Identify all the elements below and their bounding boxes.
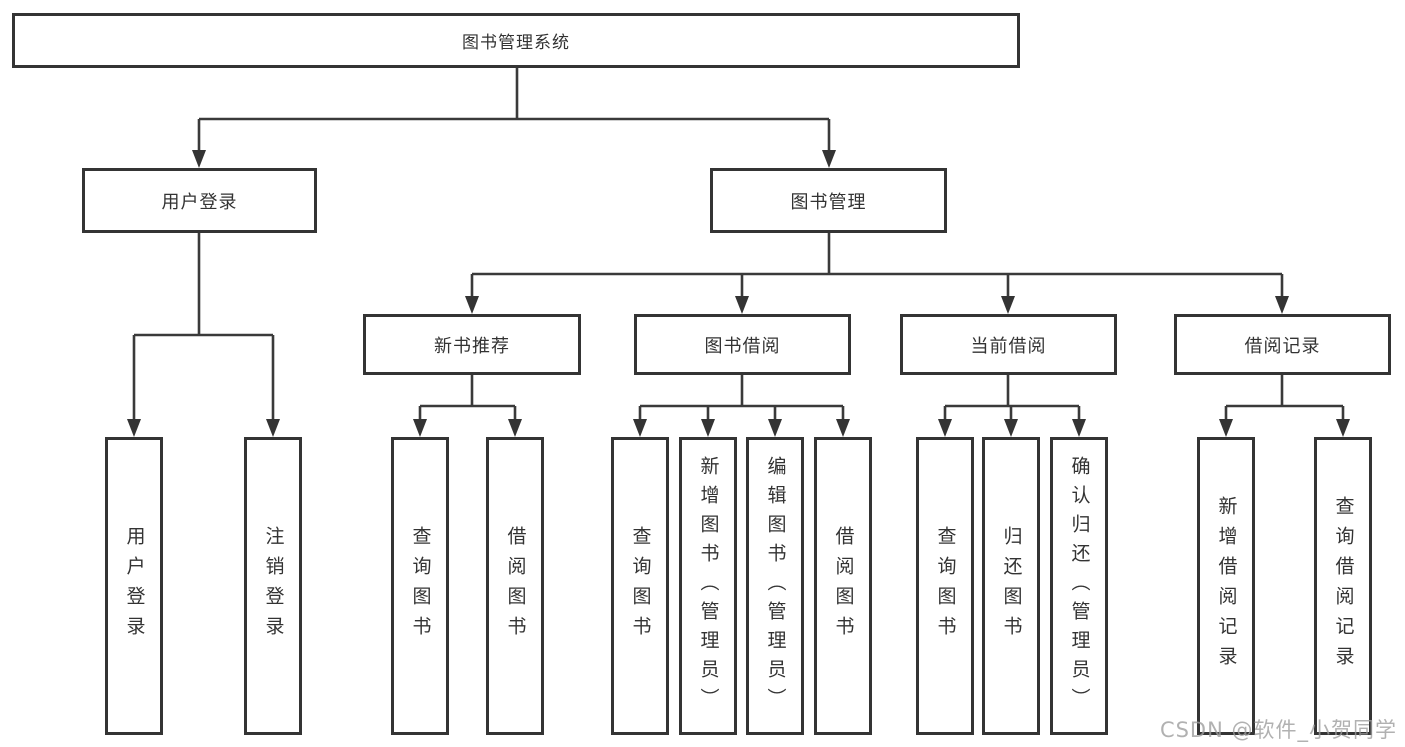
node-leaf-query-books-1: 查询图书 xyxy=(391,437,449,735)
node-current-borrowing: 当前借阅 xyxy=(900,314,1117,375)
node-leaf-query-books-3: 查询图书 xyxy=(916,437,974,735)
node-label: 用户登录 xyxy=(161,191,238,213)
node-leaf-borrow-books-2: 借阅图书 xyxy=(814,437,872,735)
node-label: 图书管理系统 xyxy=(462,33,570,53)
node-leaf-borrow-books-1: 借阅图书 xyxy=(486,437,544,735)
node-label: 编辑图书（管理员） xyxy=(764,455,787,717)
node-label: 借阅记录 xyxy=(1244,335,1321,357)
node-label: 借阅图书 xyxy=(504,526,527,646)
node-label: 注销登录 xyxy=(262,526,285,646)
node-label: 新增图书（管理员） xyxy=(697,455,720,717)
node-leaf-return-books: 归还图书 xyxy=(982,437,1040,735)
node-book-management: 图书管理 xyxy=(710,168,947,233)
node-label: 图书管理 xyxy=(790,191,867,213)
node-leaf-add-borrow-record: 新增借阅记录 xyxy=(1197,437,1255,735)
node-leaf-query-borrow-record: 查询借阅记录 xyxy=(1314,437,1372,735)
node-leaf-confirm-return-admin: 确认归还（管理员） xyxy=(1050,437,1108,735)
node-leaf-add-books-admin: 新增图书（管理员） xyxy=(679,437,737,735)
node-label: 新书推荐 xyxy=(434,335,510,357)
node-label: 查询图书 xyxy=(409,526,432,646)
node-new-book-recommend: 新书推荐 xyxy=(363,314,581,375)
node-root-library-system: 图书管理系统 xyxy=(12,13,1020,68)
node-label: 查询借阅记录 xyxy=(1332,496,1355,676)
node-label: 新增借阅记录 xyxy=(1215,496,1238,676)
node-label: 查询图书 xyxy=(629,526,652,646)
node-leaf-logout: 注销登录 xyxy=(244,437,302,735)
node-label: 查询图书 xyxy=(934,526,957,646)
node-label: 借阅图书 xyxy=(832,526,855,646)
node-book-borrowing: 图书借阅 xyxy=(634,314,851,375)
node-label: 归还图书 xyxy=(1000,526,1023,646)
node-borrowing-records: 借阅记录 xyxy=(1174,314,1391,375)
node-leaf-user-login: 用户登录 xyxy=(105,437,163,735)
node-leaf-edit-books-admin: 编辑图书（管理员） xyxy=(746,437,804,735)
node-label: 确认归还（管理员） xyxy=(1068,455,1091,717)
node-label: 用户登录 xyxy=(123,526,146,646)
node-label: 当前借阅 xyxy=(970,335,1047,357)
node-user-login: 用户登录 xyxy=(82,168,317,233)
node-label: 图书借阅 xyxy=(704,335,781,357)
node-leaf-query-books-2: 查询图书 xyxy=(611,437,669,735)
